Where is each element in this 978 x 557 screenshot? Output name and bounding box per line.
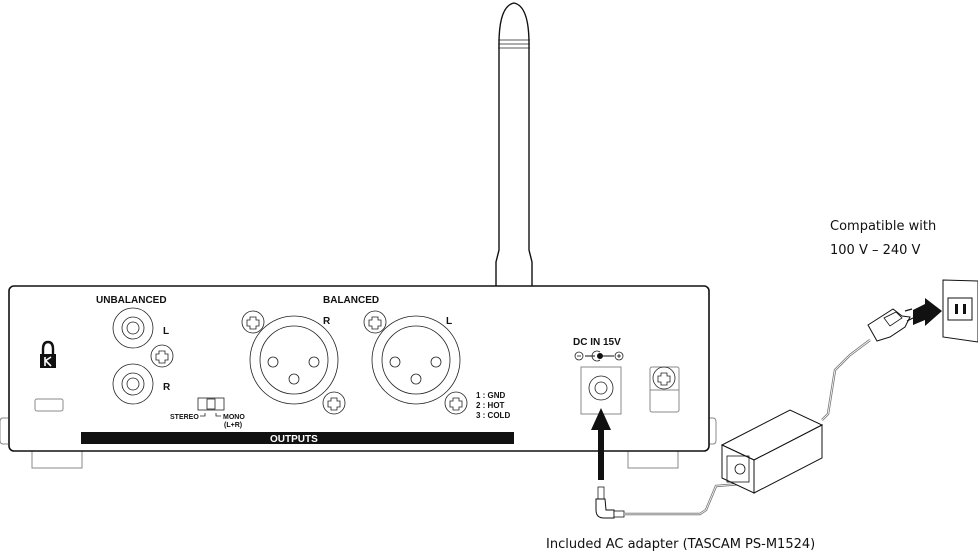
ac-adapter — [720, 339, 871, 494]
ground-terminal — [649, 366, 680, 413]
compatible-voltage-line2: 100 V – 240 V — [830, 243, 921, 258]
pin-2-label: 2 : HOT — [476, 401, 505, 410]
polarity-icon — [574, 350, 624, 362]
unbalanced-label: UNBALANCED — [96, 295, 167, 306]
xlr-r-label: R — [323, 316, 331, 327]
outputs-bar — [81, 432, 514, 444]
plug-in-arrow-icon — [913, 298, 942, 326]
kensington-lock-icon — [34, 340, 64, 412]
stereo-mono-switch[interactable] — [197, 397, 225, 411]
rca-l-label: L — [163, 326, 169, 337]
screw-icon — [363, 310, 387, 334]
balanced-label: BALANCED — [323, 295, 379, 306]
switch-mono-label: MONO — [223, 414, 245, 421]
dc-plug — [595, 482, 741, 519]
screw-icon — [444, 391, 468, 415]
compatible-voltage-line1: Compatible with — [830, 219, 936, 234]
antenna — [495, 2, 533, 286]
outputs-label: OUTPUTS — [270, 434, 318, 445]
rca-jack-l[interactable] — [112, 307, 154, 349]
wall-outlet — [942, 279, 978, 343]
xlr-jack-r[interactable] — [249, 315, 339, 405]
rca-jack-r[interactable] — [112, 363, 154, 405]
xlr-l-label: L — [446, 316, 452, 327]
adapter-caption: Included AC adapter (TASCAM PS-M1524) — [546, 537, 815, 552]
switch-mono-sub-label: (L+R) — [224, 422, 242, 429]
screw-icon — [241, 310, 265, 334]
pin-3-label: 3 : COLD — [476, 411, 510, 420]
insert-arrow-icon — [591, 408, 611, 480]
xlr-jack-l[interactable] — [371, 315, 461, 405]
screw-icon — [322, 391, 346, 415]
ac-plug — [867, 308, 914, 342]
dc-in-label: DC IN 15V — [573, 337, 621, 348]
rca-r-label: R — [163, 382, 171, 393]
screw-icon — [150, 344, 174, 368]
pin-1-label: 1 : GND — [476, 391, 506, 400]
switch-stereo-label: STEREO — [170, 414, 199, 421]
device-rear-panel — [8, 285, 710, 452]
